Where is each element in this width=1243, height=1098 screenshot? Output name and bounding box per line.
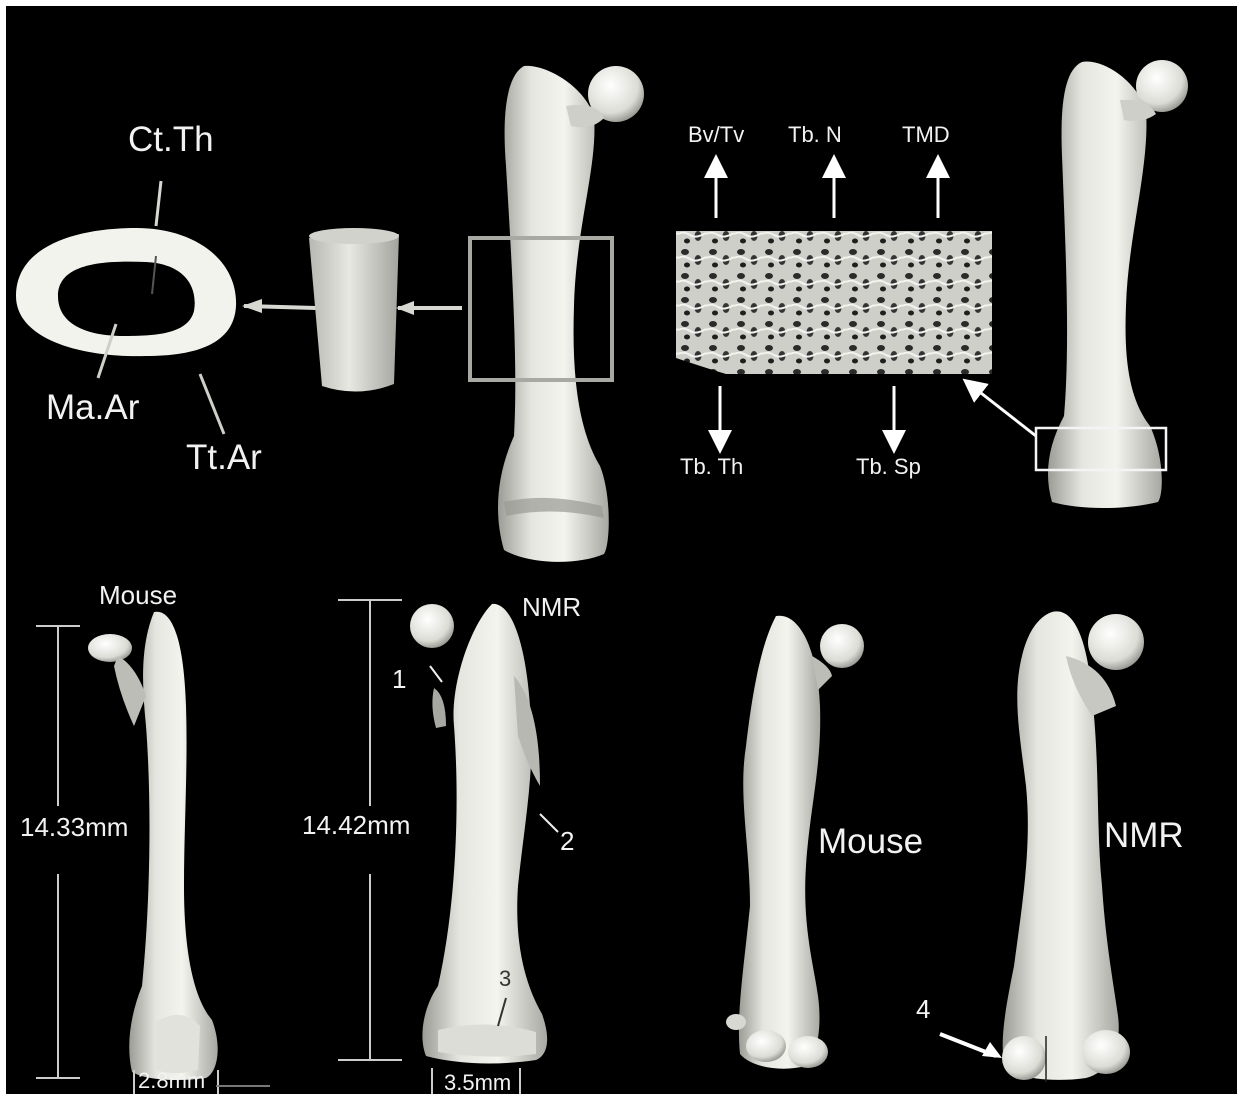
label-mouse-length: 14.33mm — [20, 814, 128, 840]
label-marker-2: 2 — [560, 828, 574, 854]
label-ma-ar: Ma.Ar — [46, 390, 139, 425]
label-tb-sp: Tb. Sp — [856, 456, 921, 478]
marker-1-pointer — [430, 666, 442, 682]
arrow-roi-to-texture — [972, 386, 1036, 436]
nmr-femur-measured — [410, 604, 547, 1064]
ct-th-pointer — [156, 181, 161, 226]
trabecular-texture — [676, 231, 992, 374]
label-mouse-measured: Mouse — [99, 582, 177, 608]
label-marker-3: 3 — [499, 968, 511, 990]
panel-d-graphics — [726, 611, 1144, 1082]
cortical-ring — [16, 228, 236, 356]
label-mouse-width: 2.8mm — [138, 1070, 205, 1092]
label-bv-tv: Bv/Tv — [688, 124, 744, 146]
label-nmr-width: 3.5mm — [444, 1072, 511, 1094]
label-marker-4: 4 — [916, 996, 930, 1022]
label-nmr-side: NMR — [1104, 818, 1184, 853]
label-tmd: TMD — [902, 124, 950, 146]
marker-2-pointer — [540, 814, 558, 832]
label-nmr-length: 14.42mm — [302, 812, 410, 838]
figure-graphics — [6, 6, 1237, 1094]
mouse-femur-measured — [88, 612, 218, 1080]
panel-a-graphics — [16, 66, 644, 562]
panel-c-graphics — [36, 600, 558, 1094]
femur-panel-a — [498, 66, 644, 562]
cortical-cylinder — [309, 228, 399, 392]
label-tb-n: Tb. N — [788, 124, 842, 146]
label-tb-th: Tb. Th — [680, 456, 743, 478]
label-mouse-side: Mouse — [818, 824, 923, 859]
micro-ct-bone-figure: Ct.Th Ma.Ar Tt.Ar Bv/Tv Tb. N TMD Tb. Th… — [6, 6, 1237, 1094]
label-marker-1: 1 — [392, 666, 406, 692]
label-ct-th: Ct.Th — [128, 122, 214, 157]
tt-ar-pointer — [200, 374, 224, 434]
label-tt-ar: Tt.Ar — [186, 440, 262, 475]
label-nmr-measured: NMR — [522, 594, 581, 620]
